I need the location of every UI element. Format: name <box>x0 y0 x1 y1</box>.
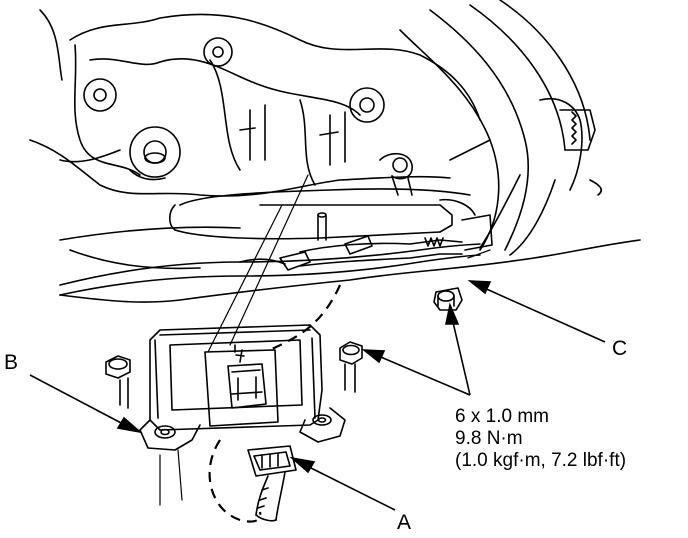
callout-label-b: B <box>4 351 19 374</box>
housing-illustration <box>29 9 641 303</box>
torque-spec: 6 x 1.0 mm 9.8 N·m (1.0 kgf·m, 7.2 lbf·f… <box>455 406 626 472</box>
dashed-harness-line <box>208 284 342 523</box>
arrowhead-bolt-right <box>361 349 386 364</box>
leader-line-a <box>304 464 396 511</box>
bolt-size-text: 6 x 1.0 mm <box>455 406 549 427</box>
arrowhead-bolt-c <box>445 302 460 325</box>
crossmember-illustration <box>59 152 493 311</box>
torque-alt-text: (1.0 kgf·m, 7.2 lbf·ft) <box>455 450 627 471</box>
callout-label-c: C <box>612 337 628 360</box>
leader-line-c <box>481 286 606 343</box>
leader-line-bolt-right <box>375 354 471 396</box>
torque-nm-text: 9.8 N·m <box>455 428 523 449</box>
arrowhead-c <box>467 280 492 295</box>
control-unit-illustration <box>105 324 363 522</box>
arrowhead-b <box>116 416 143 434</box>
arrowhead-a <box>289 456 316 474</box>
callout-label-a: A <box>397 511 412 534</box>
hose-illustration <box>399 0 602 256</box>
leader-line-b <box>29 374 126 426</box>
leader-line-bolt-c <box>451 317 471 396</box>
